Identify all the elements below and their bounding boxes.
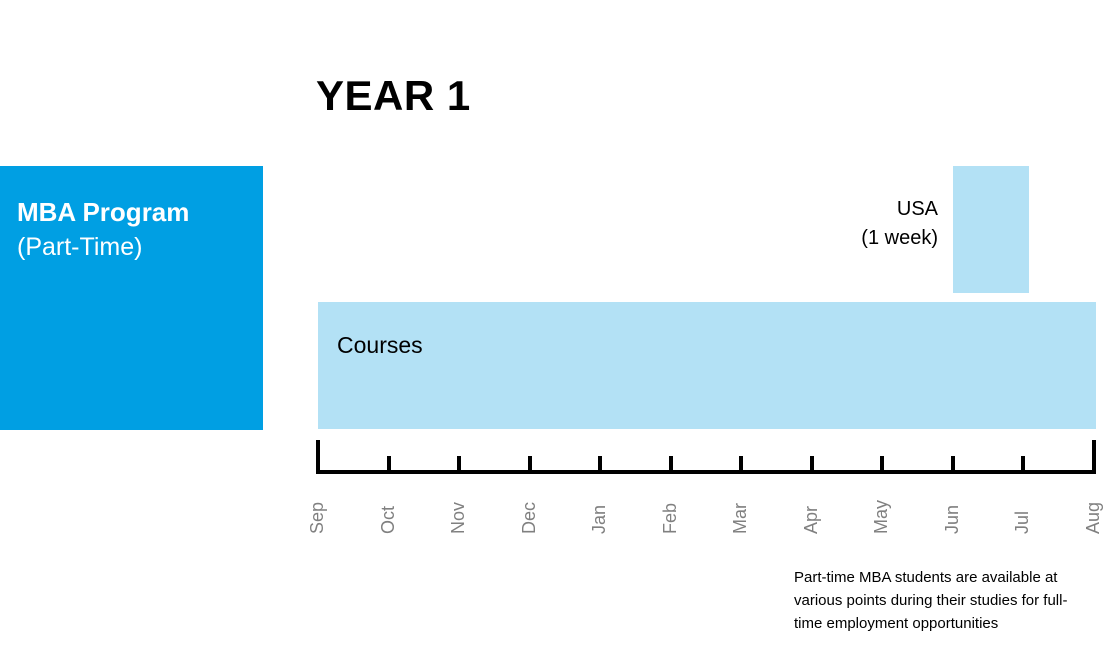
courses-block	[318, 302, 1096, 429]
month-label: Jun	[941, 504, 962, 534]
axis-tick	[1091, 440, 1096, 474]
footnote: Part-time MBA students are available at …	[794, 569, 1068, 632]
year-title: YEAR 1	[316, 72, 471, 119]
timeline-axis	[316, 470, 1094, 474]
axis-tick	[316, 440, 320, 474]
month-label: Dec	[518, 501, 539, 534]
program-name: MBA Program	[17, 197, 190, 227]
month-label: Feb	[659, 502, 680, 534]
axis-tick	[950, 456, 955, 474]
courses-block-label: Courses	[337, 332, 423, 358]
month-label: May	[871, 499, 891, 534]
month-label: Nov	[448, 501, 468, 534]
axis-tick	[739, 456, 743, 474]
usa-block	[952, 166, 1029, 293]
month-label: Aug	[1082, 501, 1103, 534]
month-label: Mar	[730, 503, 750, 534]
program-box: MBA Program (Part-Time)	[0, 166, 263, 430]
month-label: Jan	[589, 504, 609, 534]
month-label: Sep	[307, 501, 327, 534]
axis-tick	[809, 456, 814, 474]
usa-label-line2: (1 week)	[861, 227, 938, 249]
month-label: Oct	[377, 505, 398, 534]
axis-tick	[457, 456, 461, 474]
axis-tick	[386, 456, 391, 474]
month-label: Jul	[1012, 510, 1032, 534]
month-label: Apr	[800, 505, 821, 534]
program-subtitle: (Part-Time)	[17, 233, 143, 261]
usa-label-line1: USA	[896, 198, 938, 220]
axis-tick	[527, 456, 532, 474]
axis-tick	[1021, 456, 1025, 474]
axis-tick	[880, 456, 884, 474]
axis-tick	[668, 456, 673, 474]
axis-tick	[598, 456, 602, 474]
usa-block-label: USA (1 week)	[861, 195, 938, 253]
